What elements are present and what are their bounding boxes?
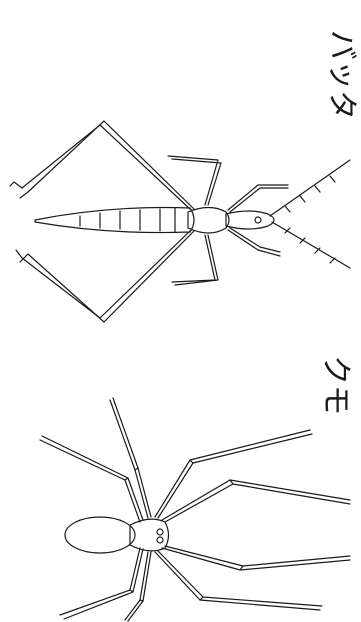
spider-cephalothorax xyxy=(130,519,169,551)
grasshopper-label: バッタ xyxy=(326,30,356,120)
spider-leg-1 xyxy=(40,440,140,522)
spider-abdomen xyxy=(65,517,135,553)
spider-label: クモ xyxy=(320,355,350,415)
